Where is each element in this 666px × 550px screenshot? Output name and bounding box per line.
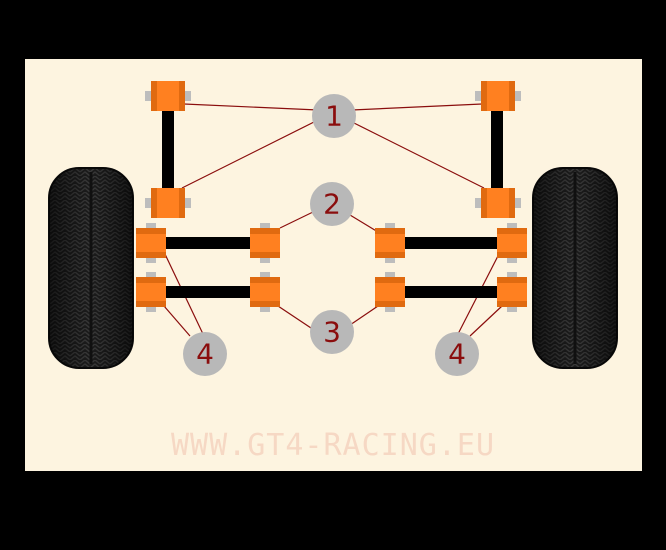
bush-right-top [475, 81, 521, 111]
callout-4-left-number: 4 [196, 338, 214, 371]
right-upper-arm [392, 237, 506, 249]
bush-right-outer-upper [497, 223, 527, 263]
callout-4-left: 4 [183, 332, 227, 376]
bush-left-top [145, 81, 191, 111]
watermark-text: WWW.GT4-RACING.EU [170, 428, 496, 463]
right-tire [532, 167, 618, 369]
left-upper-arm [156, 237, 268, 249]
callout-2-number: 2 [323, 188, 341, 221]
bush-left-outer-lower [136, 272, 166, 312]
callout-4-right-circle [435, 332, 479, 376]
bush-left-inner-upper [250, 223, 280, 263]
callout-1: 1 [312, 94, 356, 138]
callout-1-number: 1 [325, 100, 343, 133]
bush-left-outer-upper [136, 223, 166, 263]
callout-2: 2 [310, 182, 354, 226]
callout-1-circle [312, 94, 356, 138]
left-lower-arm [156, 286, 268, 298]
callout-4-left-circle [183, 332, 227, 376]
callout-3: 3 [310, 310, 354, 354]
left-tire [48, 167, 134, 369]
left-upright-link [162, 102, 174, 206]
suspension-arms [156, 102, 506, 298]
callout-3-number: 3 [323, 316, 341, 349]
bushes [136, 81, 527, 312]
callout-4-right-number: 4 [448, 338, 466, 371]
bush-right-inner-lower [375, 272, 405, 312]
right-lower-arm [392, 286, 506, 298]
right-upright-link [491, 102, 503, 206]
bush-right-outer-lower [497, 272, 527, 312]
callout-4-right: 4 [435, 332, 479, 376]
callout-2-circle [310, 182, 354, 226]
bush-left-bottom [145, 188, 191, 218]
callout-3-circle [310, 310, 354, 354]
bush-right-bottom [475, 188, 521, 218]
bush-left-inner-lower [250, 272, 280, 312]
bush-right-inner-upper [375, 223, 405, 263]
